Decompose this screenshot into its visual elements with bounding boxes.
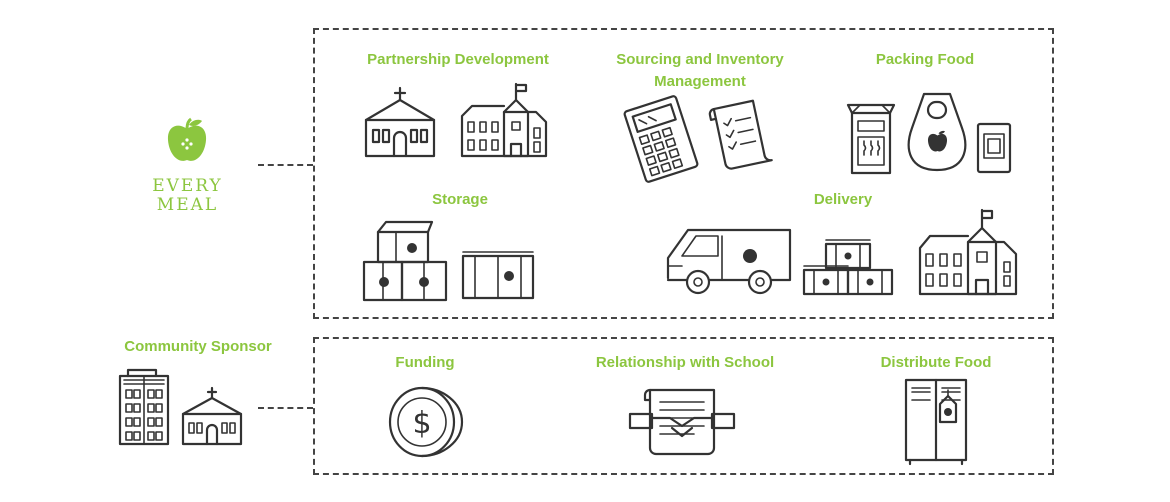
school-icon [460, 82, 548, 158]
logo-line-1: EVERY [152, 176, 223, 196]
operations-box [313, 28, 1054, 319]
relationship-label: Relationship with School [595, 354, 775, 371]
office-building-icon [118, 368, 170, 446]
sourcing-label: Sourcing and Inventory Management [616, 51, 784, 90]
school-icon-2 [918, 208, 1018, 296]
church-icon [362, 86, 438, 158]
stacked-boxes-icon [362, 220, 448, 302]
logo-line-2: MEAL [156, 195, 219, 215]
crates-icon [802, 238, 894, 296]
delivery-van-icon [664, 220, 794, 298]
community-sponsor-label: Community Sponsor [124, 338, 272, 355]
sponsor-box [313, 337, 1054, 475]
canned-food-icon [976, 122, 1012, 174]
logo-connector [258, 164, 313, 166]
svg-text:$: $ [412, 406, 431, 441]
distribute-label: Distribute Food [880, 354, 992, 371]
handshake-contract-icon [628, 384, 736, 458]
checklist-scroll-icon [708, 99, 774, 172]
food-box-icon [846, 103, 896, 175]
funding-label: Funding [395, 354, 455, 371]
church-icon-2 [180, 386, 244, 446]
grocery-bag-icon [904, 90, 970, 172]
sponsor-connector [258, 407, 313, 409]
dollar-coin-icon: $ [386, 384, 466, 460]
delivery-label: Delivery [813, 191, 873, 208]
partnership-label: Partnership Development [367, 51, 549, 68]
calculator-icon [623, 95, 699, 183]
storage-label: Storage [432, 191, 488, 208]
packing-label: Packing Food [875, 51, 975, 68]
locker-icon [904, 378, 968, 466]
apple-logo-icon [166, 117, 208, 164]
crate-icon [461, 250, 535, 300]
